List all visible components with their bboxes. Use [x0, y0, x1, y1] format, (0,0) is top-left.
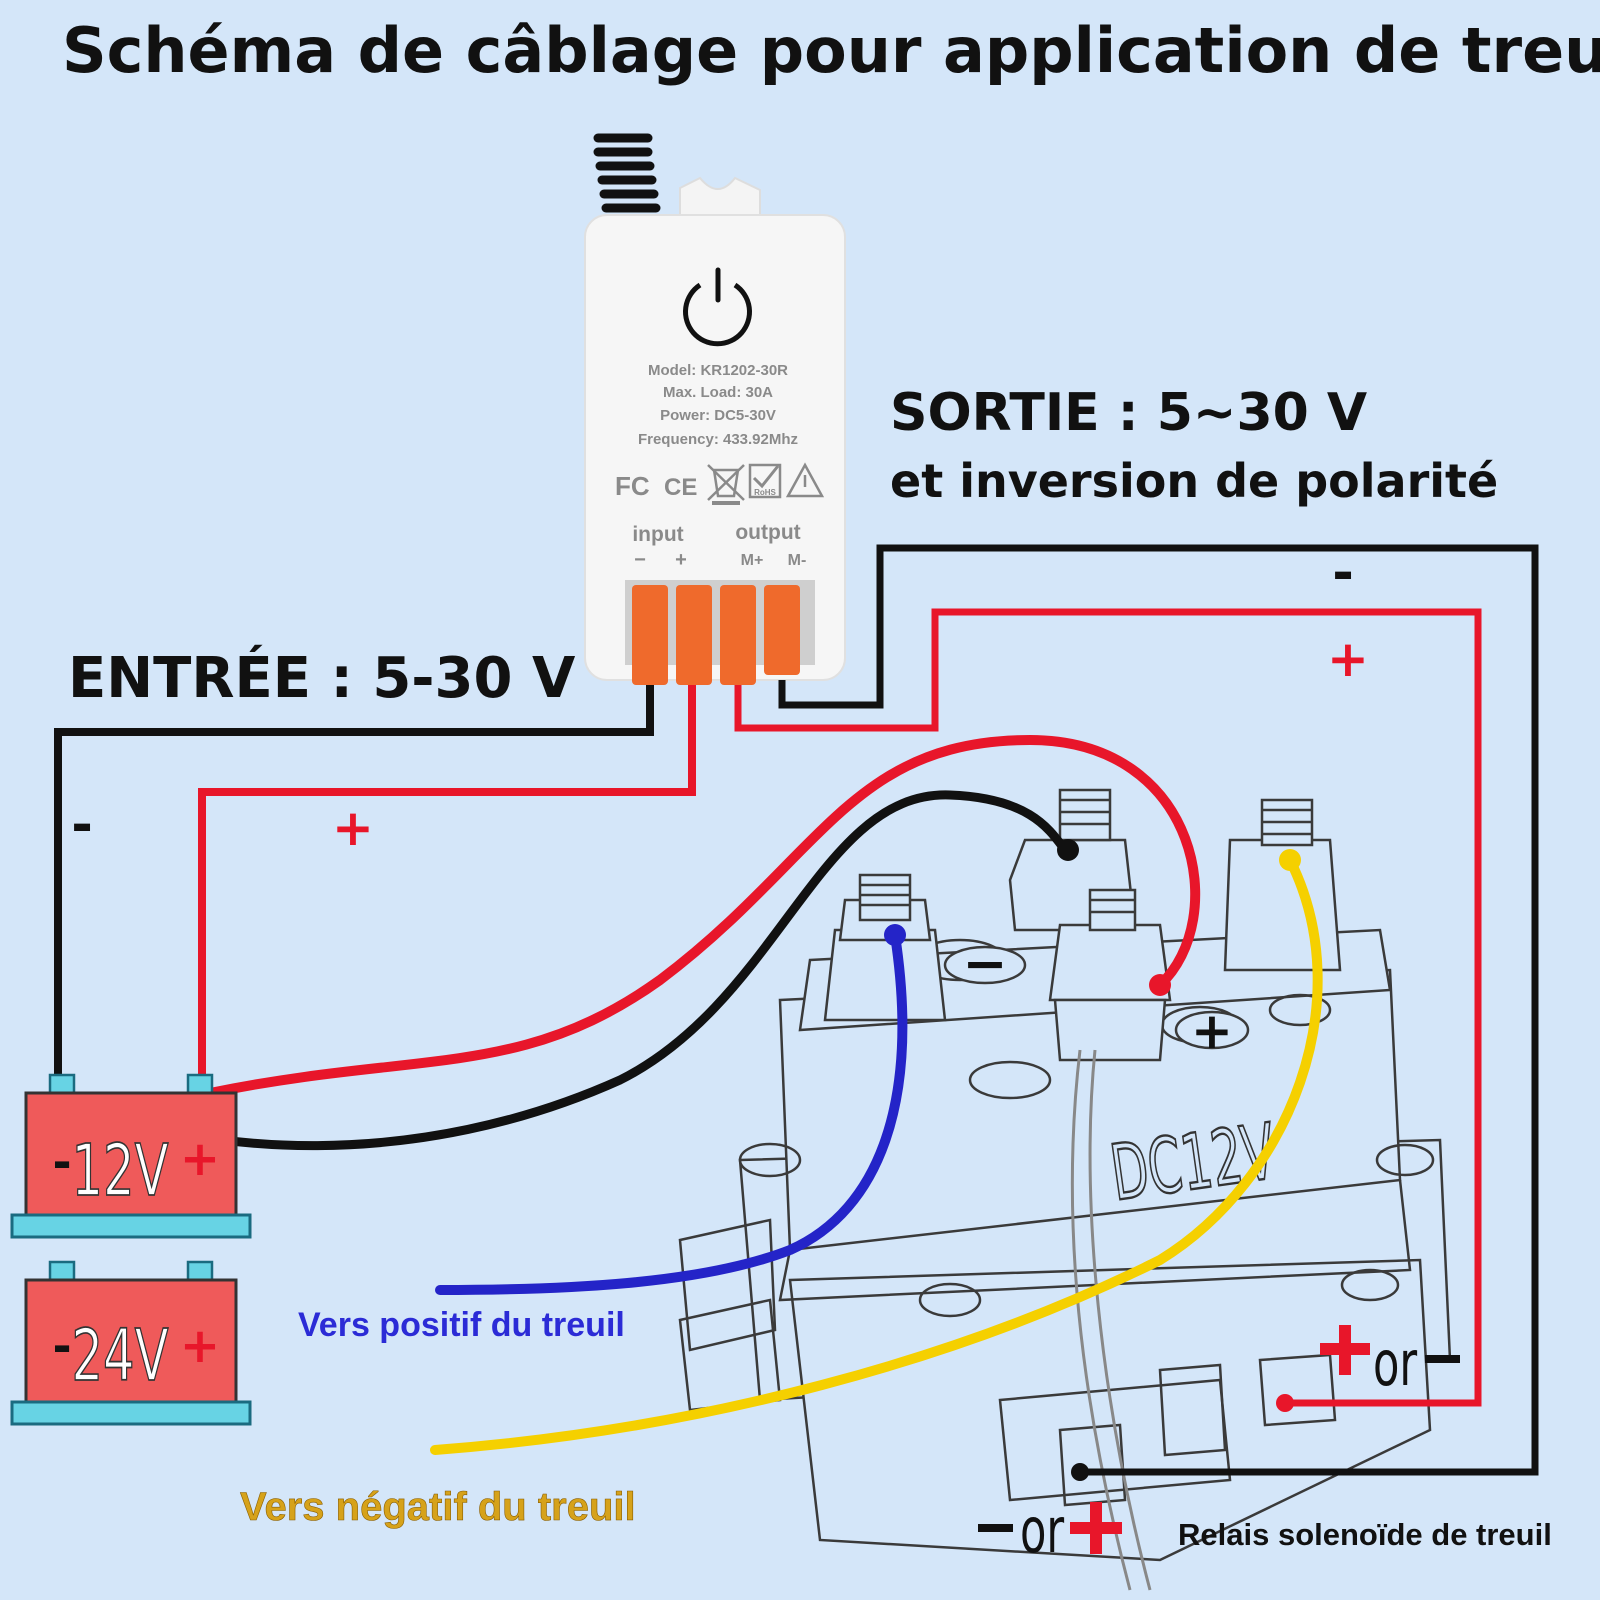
fc-mark: FC — [615, 471, 650, 501]
sortie-label: SORTIE : 5~30 V — [890, 383, 1367, 443]
solenoid-plus-marker: + — [1174, 1002, 1250, 1060]
solenoid-plus-symbol: + — [1191, 1002, 1233, 1060]
black-lug-dot — [1057, 839, 1079, 861]
wire-to-winch-positive — [435, 930, 908, 1295]
input-minus-label: − — [634, 549, 646, 571]
module-power: Power: DC5-30V — [660, 407, 776, 424]
coil-terminal-black-dot — [1071, 1463, 1089, 1481]
antenna-icon — [593, 133, 661, 227]
rohs-icon: RoHS — [748, 463, 782, 499]
battery-12v-minus: - — [52, 1135, 71, 1189]
terminal-post-left — [823, 873, 947, 1022]
wire-to-winch-negative — [430, 855, 1323, 1455]
connector-levers — [632, 585, 800, 685]
or-right-text: or — [1373, 1327, 1417, 1400]
yellow-lug-dot — [1279, 849, 1301, 871]
connector-output-mplus[interactable] — [720, 585, 756, 685]
polarity-note-bottom: or — [978, 1494, 1122, 1567]
input-plus-label: + — [675, 549, 687, 571]
terminal-post-right — [1223, 798, 1342, 972]
wire-output-mminus — [778, 544, 1539, 1476]
battery-12v-voltage: 12V — [71, 1130, 168, 1212]
module-model: Model: KR1202-30R — [648, 362, 788, 379]
blue-lug-dot — [884, 924, 906, 946]
sortie-sublabel: et inversion de polarité — [890, 454, 1498, 508]
output-mminus-label: M- — [788, 552, 807, 569]
connector-input-minus[interactable] — [632, 585, 668, 685]
wire-battery-to-solenoid-black — [58, 790, 1069, 1151]
weee-bin-icon — [707, 464, 745, 505]
vers-positif-label: Vers positif du treuil — [298, 1306, 625, 1344]
wire-input-positive — [198, 685, 696, 1082]
or-bottom-text: or — [1020, 1494, 1064, 1567]
coil-terminal-red-dot — [1276, 1394, 1294, 1412]
ce-mark: CE — [664, 474, 697, 501]
module-case — [584, 214, 846, 681]
module-frequency: Frequency: 433.92Mhz — [638, 431, 798, 448]
right-minus-sign: - — [1332, 543, 1354, 603]
battery-12v-plus: + — [180, 1131, 220, 1187]
wire-output-mplus — [734, 608, 1482, 1407]
wires — [54, 544, 1539, 1481]
entree-label: ENTRÉE : 5-30 V — [68, 645, 576, 711]
left-plus-sign: + — [332, 799, 374, 857]
solenoid-caption: Relais solenoïde de treuil — [1178, 1517, 1552, 1552]
solenoid-minus-symbol: − — [962, 932, 1007, 995]
connector-output-mminus[interactable] — [764, 585, 800, 675]
diagram-title: Schéma de câblage pour application de tr… — [62, 14, 1600, 87]
connector-input-plus[interactable] — [676, 585, 712, 685]
module-max-load: Max. Load: 30A — [663, 384, 773, 401]
terminal-post-small — [1048, 888, 1172, 1062]
battery-24v-minus: - — [52, 1319, 71, 1373]
battery-24v-voltage: 24V — [71, 1315, 168, 1397]
right-plus-sign: + — [1327, 630, 1369, 688]
battery-24v-plus: + — [180, 1318, 220, 1374]
left-minus-sign: - — [71, 795, 93, 855]
power-icon — [683, 267, 752, 347]
output-mplus-label: M+ — [741, 552, 764, 569]
input-label: input — [632, 523, 683, 546]
battery-24v: - 24V + — [10, 1260, 252, 1426]
battery-12v: - 12V + — [10, 1073, 252, 1239]
wire-battery-to-solenoid-red — [208, 734, 1201, 1098]
solenoid-minus-marker: − — [943, 932, 1027, 995]
warning-triangle-icon — [785, 462, 825, 498]
rohs-text: RoHS — [754, 488, 776, 497]
red-lug-dot — [1149, 974, 1171, 996]
output-label: output — [735, 521, 800, 544]
wire-input-negative — [54, 685, 654, 1085]
polarity-note-right: or — [1320, 1325, 1460, 1400]
vers-negatif-label: Vers négatif du treuil — [240, 1485, 636, 1529]
remote-relay-module: Model: KR1202-30R Max. Load: 30A Power: … — [584, 133, 846, 685]
